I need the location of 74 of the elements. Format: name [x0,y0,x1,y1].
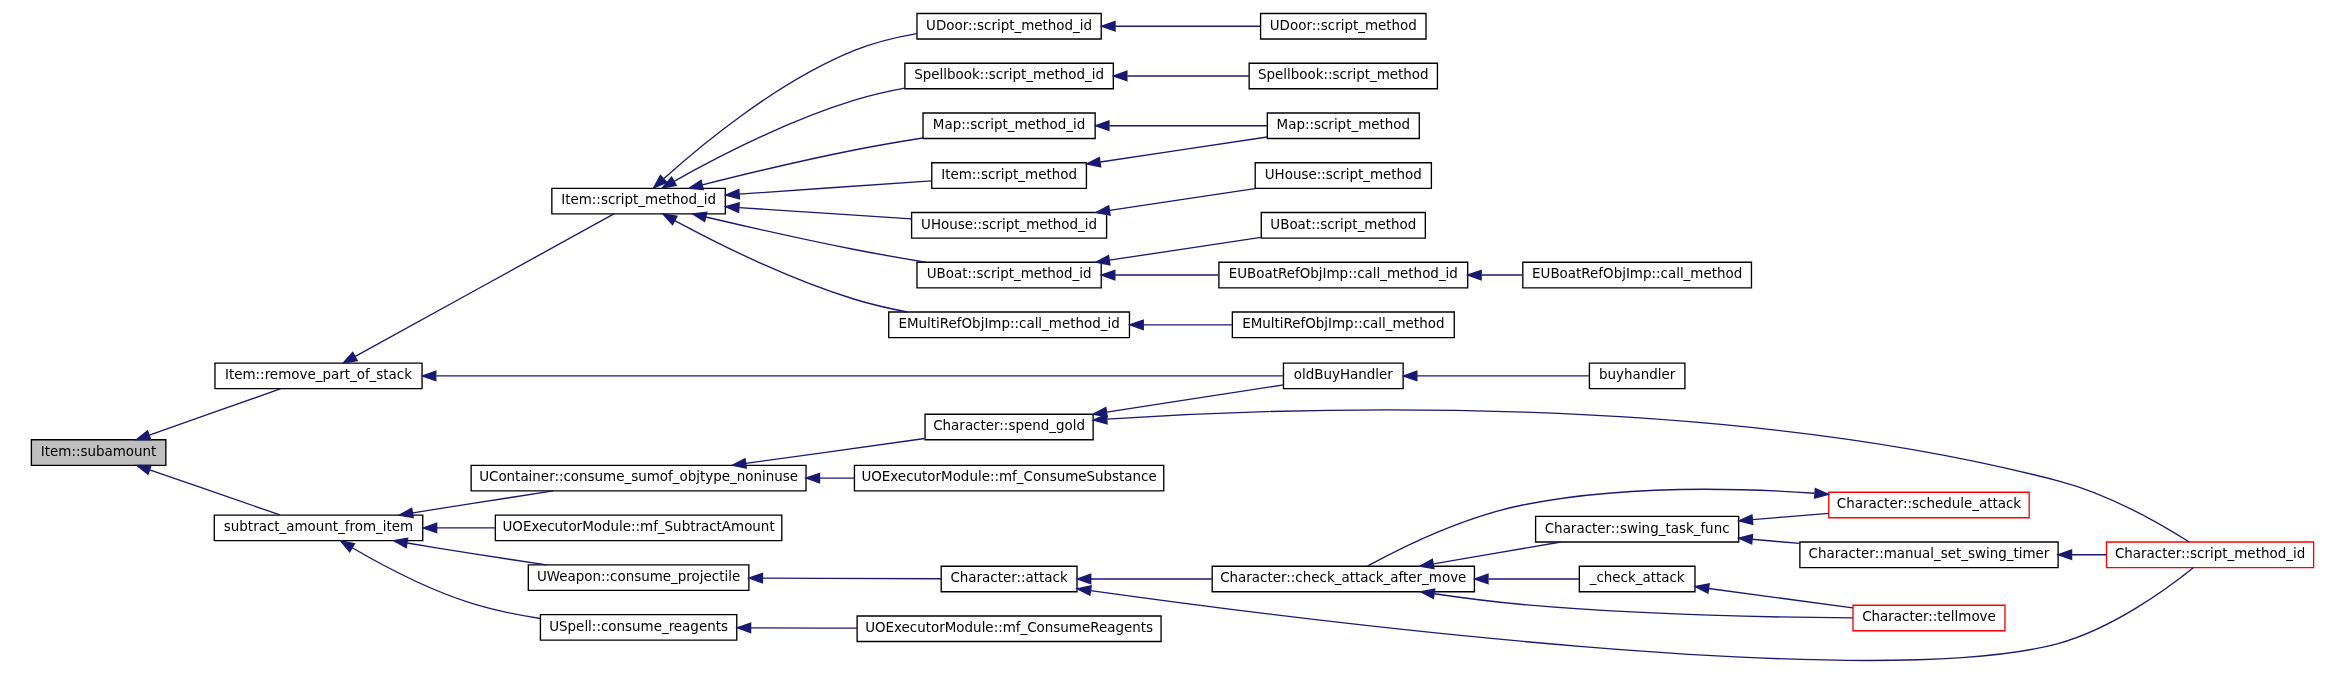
arrow [659,87,905,189]
node-box: UHouse::script_method_id [910,211,1107,239]
node-box: UHouse::script_method [1254,162,1432,189]
arrow [1093,187,1257,216]
node-box: _check_attack [1578,565,1696,593]
arrow [1127,319,1233,331]
arrow [690,211,926,263]
arrow [134,464,280,516]
node-box: UWeapon::consume_projectile [527,564,750,592]
arrow [1093,120,1268,132]
arrow [1417,541,1561,570]
node-box: Item::script_method [930,162,1087,189]
node-box: UDoor::script_method_id [915,12,1102,40]
node-box: Item::subamount [30,439,167,466]
node-box: EMultiRefObjImp::call_method [1231,311,1455,339]
node-box: EMultiRefObjImp::call_method_id [887,311,1130,339]
arrow [1366,487,1830,567]
arrow [1110,70,1249,82]
arrow [729,437,925,469]
node-box: Character::tellmove [1851,604,2006,632]
node-box: UBoat::script_method [1260,211,1426,239]
node-box: UContainer::consume_sumof_objtype_noninuse [469,464,807,492]
arrow [1099,20,1261,32]
node-box: Character::spend_gold [923,413,1094,441]
arrow [340,213,615,364]
node-box: Character::check_attack_after_move [1211,565,1475,593]
arrow [660,213,908,313]
arrow [803,472,855,484]
node-box: subtract_amount_from_item [213,514,423,542]
node-box: Spellbook::script_method_id [903,62,1114,90]
arrow [686,137,923,191]
arrow [734,622,858,634]
arrow [1736,512,1829,526]
node-box: EUBoatRefObjImp::call_method [1521,261,1752,289]
node-box: buyhandler [1588,362,1686,390]
node-box: Character::manual_set_swing_timer [1798,541,2059,569]
node-box: UOExecutorModule::mf_ConsumeSubstance [853,464,1164,492]
arrow [419,370,1284,382]
arrow [1418,588,1854,619]
arrow [134,388,281,441]
arrow [1465,269,1523,281]
node-box: Character::swing_task_func [1534,515,1739,543]
node-box: Map::script_method [1266,112,1420,140]
arrow [651,32,917,190]
node-box: UOExecutorModule::mf_ConsumeReagents [855,615,1162,643]
node-box: UDoor::script_method [1259,12,1427,40]
arrow [1093,236,1262,266]
arrow [746,572,942,584]
node-box: Item::script_method_id [550,187,726,215]
node-box: Character::schedule_attack [1827,491,2030,519]
arrow [1074,573,1213,585]
arrow [1736,533,1800,545]
node-box: EUBoatRefObjImp::call_method_id [1217,261,1468,289]
arrow [722,202,912,220]
node-box: oldBuyHandler [1282,362,1404,390]
arrow [1090,384,1284,418]
node-box: Character::script_method_id [2105,541,2314,569]
arrow [391,537,547,566]
node-box: UOExecutorModule::mf_SubtractAmount [494,514,782,542]
node-box: Map::script_method_id [921,112,1096,140]
node-box: USpell::consume_reagents [539,613,737,641]
arrow [1472,573,1580,585]
node-box: Spellbook::script_method [1248,62,1438,90]
arrow [1084,136,1268,168]
node-box: UBoat::script_method_id [915,261,1102,289]
arrow [723,180,932,200]
arrow [338,539,541,620]
node-box: Item::remove_part_of_stack [213,362,423,390]
arrow [1098,269,1219,281]
arrow [2055,549,2107,561]
arrow [1692,582,1853,609]
node-box: Character::attack [940,565,1078,593]
arrow [1400,370,1590,382]
arrow [420,522,496,534]
